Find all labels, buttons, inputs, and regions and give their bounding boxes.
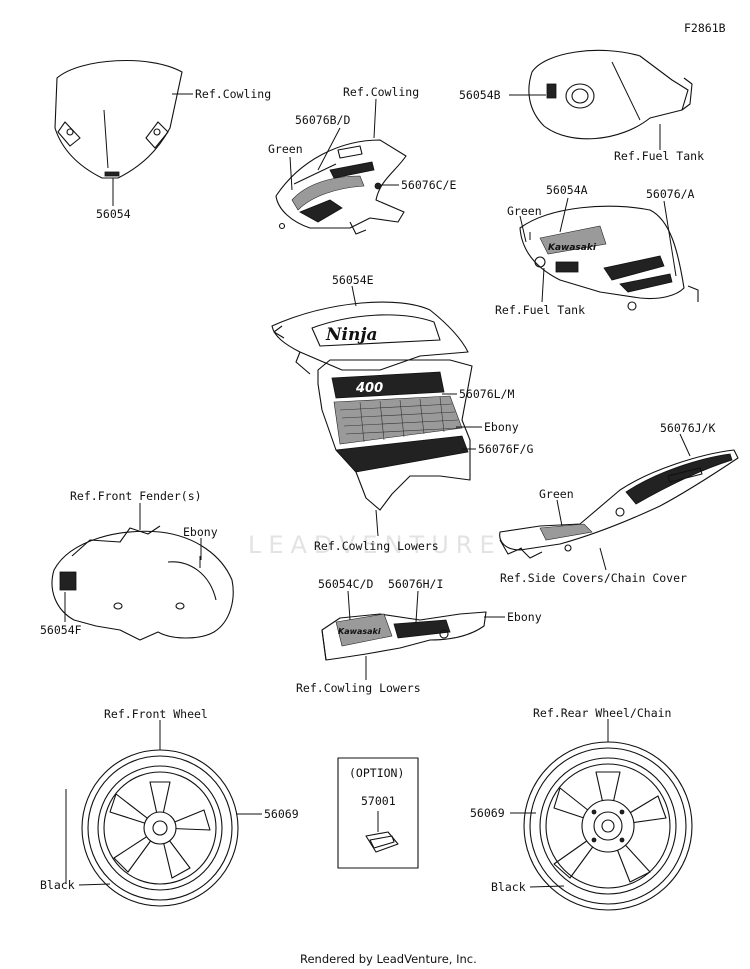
callout-fairing-part-fg: 56076F/G	[478, 442, 533, 456]
fuel-tank-side-illustration: Kawasaki	[519, 205, 699, 311]
callout-fender-ebony: Ebony	[183, 525, 218, 539]
callout-lower-part2: 56076H/I	[388, 577, 443, 591]
rear-wheel-illustration	[523, 741, 693, 911]
footer-credit: Rendered by LeadVenture, Inc.	[300, 952, 477, 966]
option-box: (OPTION) 57001	[337, 757, 419, 869]
callout-tail-ref: Ref.Side Covers/Chain Cover	[500, 571, 687, 585]
callout-fender-part: 56054F	[40, 623, 82, 637]
fuel-tank-top-illustration	[528, 49, 693, 140]
lower-brand-decal: Kawasaki	[338, 627, 381, 636]
watermark-text: LEADVENTURE	[248, 531, 502, 559]
callout-fender-ref: Ref.Front Fender(s)	[70, 489, 202, 503]
main-fairing-illustration: Ninja 400	[271, 301, 473, 511]
callout-tail-part: 56076J/K	[660, 421, 715, 435]
option-part: 57001	[361, 794, 396, 808]
callout-upper-cowl-part: 56076B/D	[295, 113, 350, 127]
callout-tank-side-ref: Ref.Fuel Tank	[495, 303, 585, 317]
callout-rear-wheel-part: 56069	[470, 806, 505, 820]
callout-fairing-part-lm: 56076L/M	[459, 387, 514, 401]
tail-cowl-illustration	[499, 449, 739, 559]
tank-brand-decal: Kawasaki	[548, 243, 597, 253]
option-label: (OPTION)	[349, 766, 404, 780]
callout-upper-cowl-green: Green	[268, 142, 303, 156]
upper-cowl-illustration	[275, 139, 407, 235]
callout-tank-side-part2: 56076/A	[646, 187, 695, 201]
callout-lower-ebony: Ebony	[507, 610, 542, 624]
figure-code: F2861B	[684, 21, 726, 35]
callout-front-wheel-ref: Ref.Front Wheel	[104, 707, 208, 721]
callout-tail-green: Green	[539, 487, 574, 501]
callout-lower-part1: 56054C/D	[318, 577, 373, 591]
windshield-illustration	[54, 59, 183, 179]
callout-rear-wheel-ref: Ref.Rear Wheel/Chain	[533, 706, 671, 720]
front-fender-illustration	[51, 525, 234, 641]
lower-cowl-illustration: Kawasaki	[321, 611, 487, 661]
callout-tank-top-part: 56054B	[459, 88, 501, 102]
fairing-number-decal: 400	[355, 381, 383, 396]
callout-lower-ref: Ref.Cowling Lowers	[296, 681, 421, 695]
callout-windshield-ref: Ref.Cowling	[195, 87, 271, 101]
callout-tank-top-ref: Ref.Fuel Tank	[614, 149, 704, 163]
callout-upper-cowl-ref: Ref.Cowling	[343, 85, 419, 99]
front-wheel-illustration	[81, 749, 239, 907]
callout-fairing-ebony: Ebony	[484, 420, 519, 434]
callout-rear-wheel-black: Black	[491, 880, 526, 894]
callout-tank-side-green: Green	[507, 204, 542, 218]
callout-front-wheel-black: Black	[40, 878, 75, 892]
callout-fairing-ref: Ref.Cowling Lowers	[314, 539, 439, 553]
fairing-model-decal: Ninja	[325, 325, 378, 345]
callout-windshield-part: 56054	[96, 207, 131, 221]
callout-upper-cowl-part2: 56076C/E	[401, 178, 456, 192]
callout-front-wheel-part: 56069	[264, 807, 299, 821]
callout-fairing-top-part: 56054E	[332, 273, 374, 287]
callout-tank-side-part1: 56054A	[546, 183, 588, 197]
